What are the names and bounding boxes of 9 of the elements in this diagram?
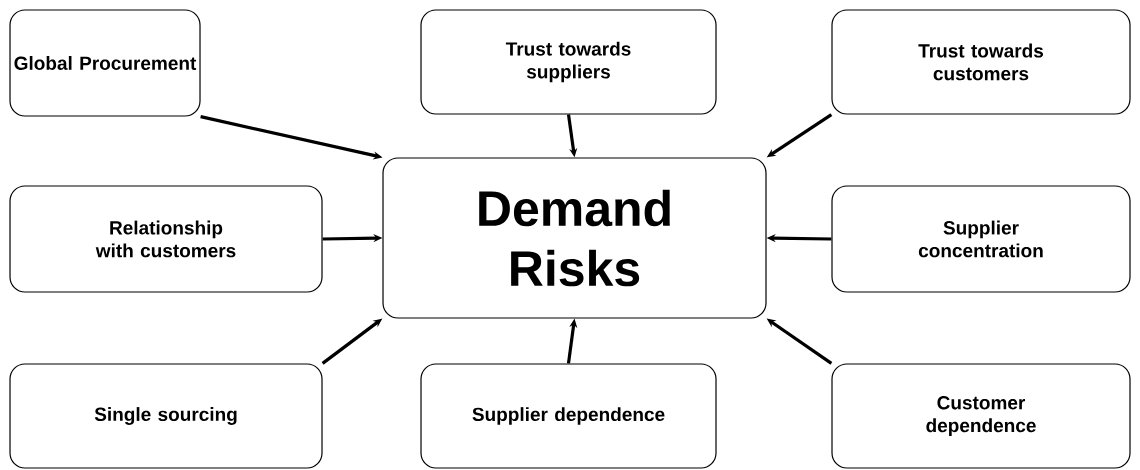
- main-box: Demand Risks: [382, 157, 767, 319]
- factor-box: Trust towards suppliers: [420, 9, 717, 115]
- factor-box: Supplier dependence: [420, 363, 717, 469]
- factor-box: Supplier concentration: [831, 185, 1131, 293]
- factor-box: Global Procurement: [9, 9, 201, 117]
- factor-box: Relationship with customers: [9, 185, 323, 293]
- factor-box: Single sourcing: [9, 363, 323, 469]
- factor-box: Customer dependence: [831, 363, 1131, 469]
- factor-box: Trust towards customers: [831, 9, 1131, 115]
